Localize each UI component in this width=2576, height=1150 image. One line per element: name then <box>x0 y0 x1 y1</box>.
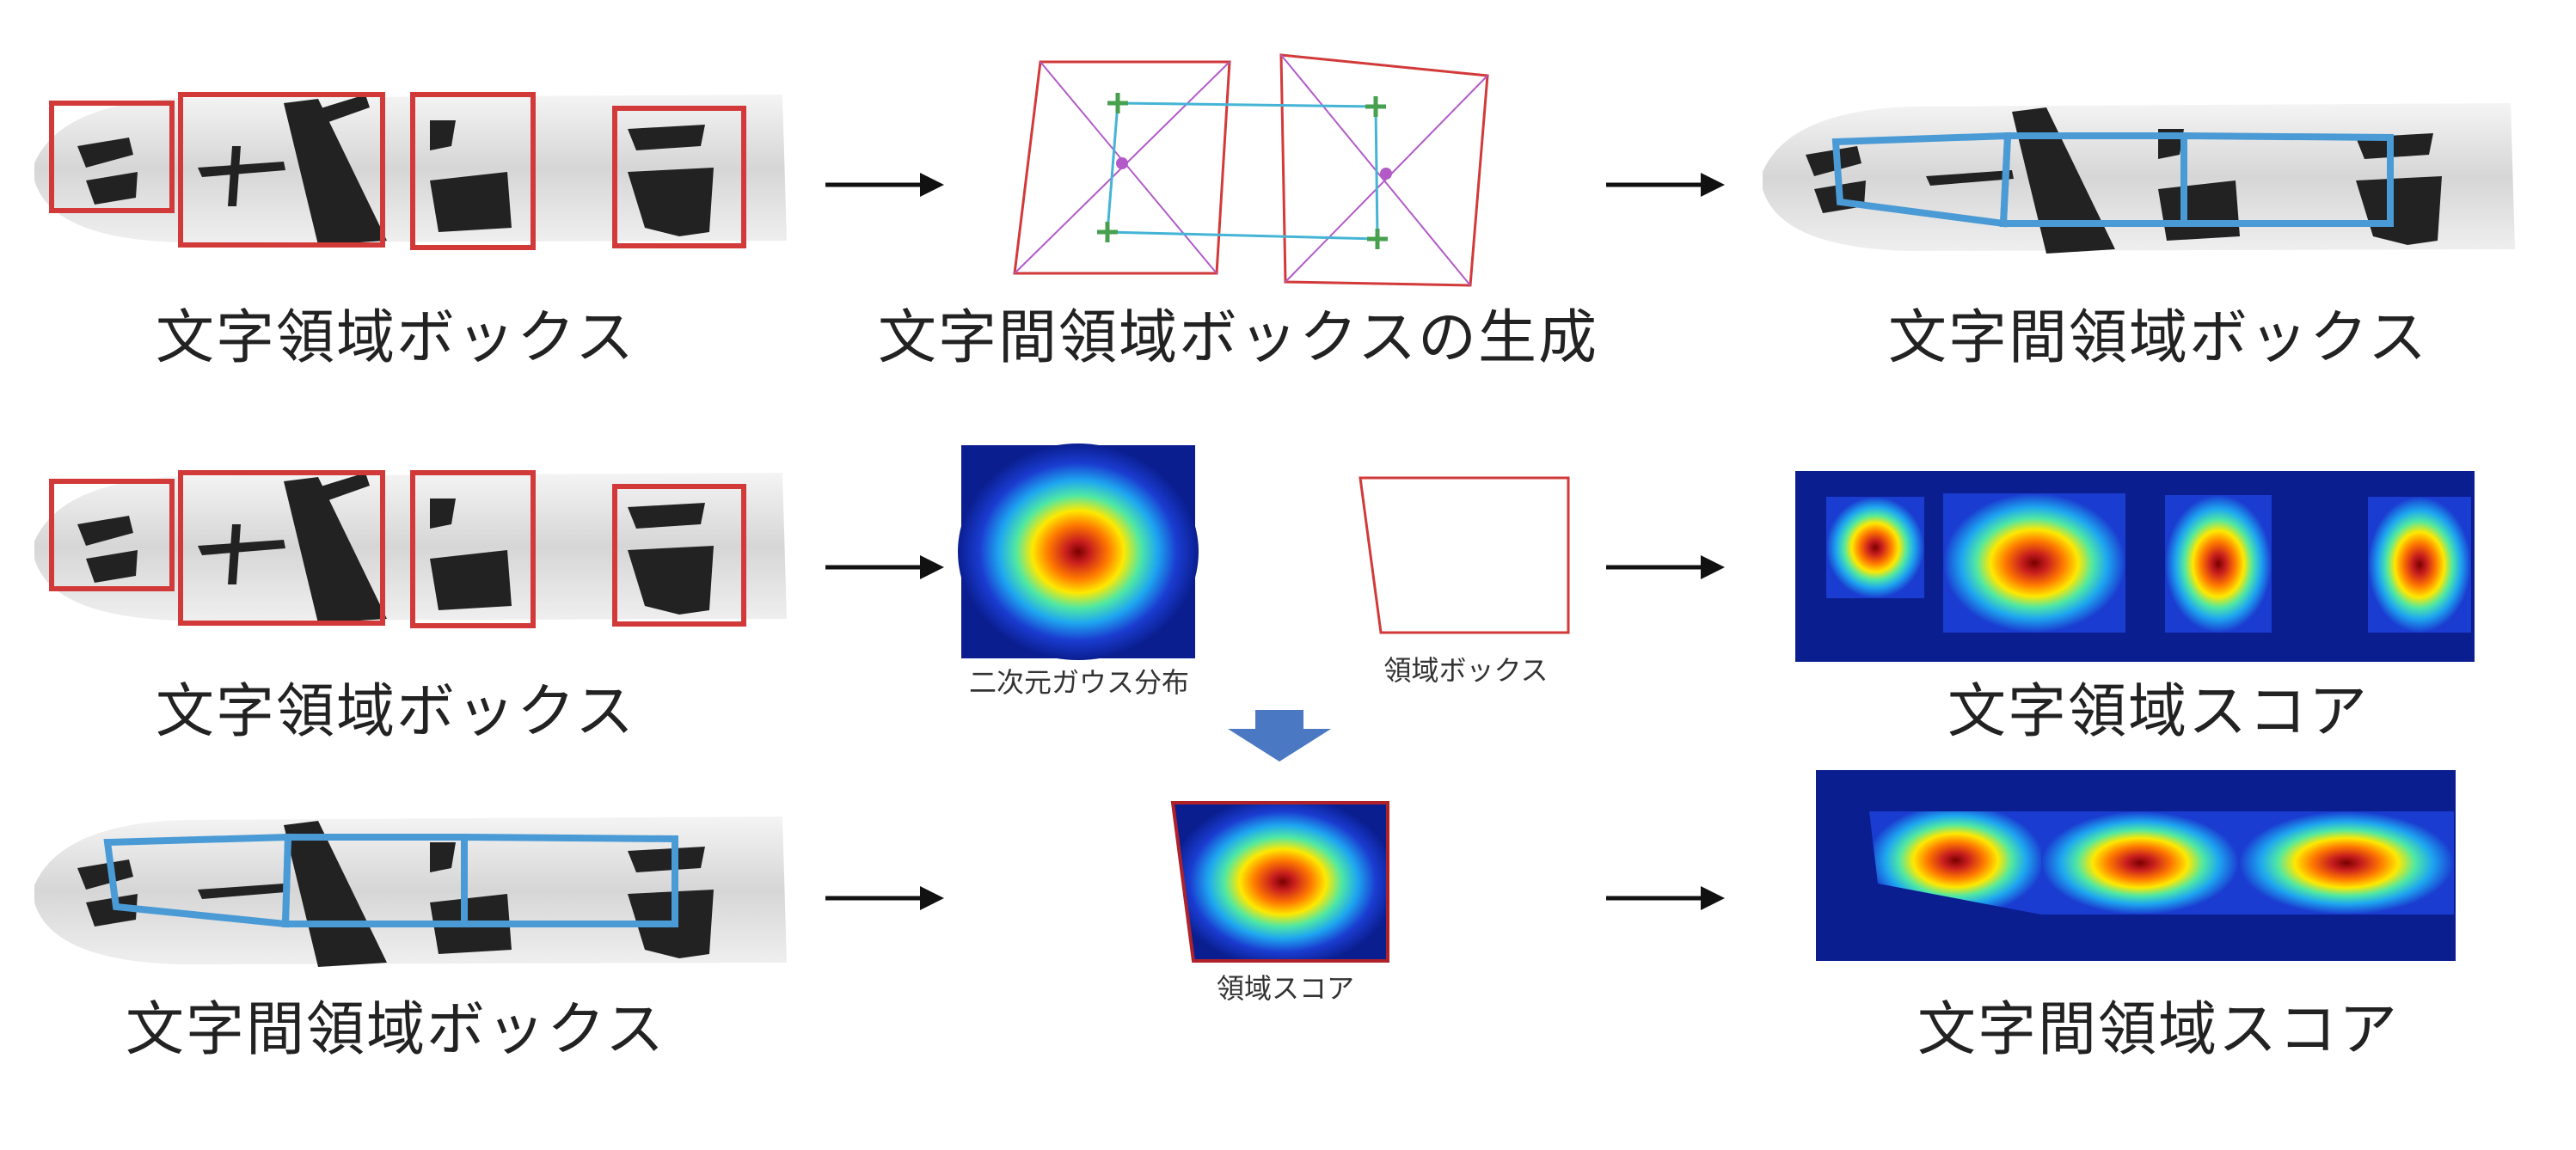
right-arrow-icon <box>825 555 944 579</box>
affinity-boxes <box>1831 132 2394 228</box>
affinity-box-generation-diagram <box>1013 53 1489 287</box>
warped-region-score <box>1170 801 1389 963</box>
row3-left-label: 文字間領域ボックス <box>126 996 665 1064</box>
region-box-caption: 領域ボックス <box>1383 654 1549 687</box>
row2-right-label: 文字領域スコア <box>1947 678 2369 746</box>
gaussian-caption: 二次元ガウス分布 <box>968 666 1189 699</box>
char-boxes <box>49 92 746 250</box>
row2-strip-char-boxes <box>34 470 787 628</box>
row2-left-label: 文字領域ボックス <box>156 678 635 746</box>
affinity-score-heatmap <box>1816 770 2456 961</box>
gaussian-heatmap <box>958 443 1199 660</box>
row1-right-label: 文字間領域ボックス <box>1888 304 2428 372</box>
right-arrow-icon <box>1606 886 1725 910</box>
region-box-quad <box>1359 476 1570 634</box>
row1-strip-affinity-boxes <box>1763 103 2515 254</box>
row1-strip-char-boxes <box>34 92 787 250</box>
region-score-caption: 領域スコア <box>1216 972 1354 1005</box>
region-score-heatmap <box>1795 471 2475 662</box>
row3-right-label: 文字間領域スコア <box>1917 996 2399 1064</box>
row1-mid-label: 文字間領域ボックスの生成 <box>878 304 1598 372</box>
right-arrow-icon <box>825 173 944 197</box>
right-arrow-icon <box>1606 173 1725 197</box>
right-arrow-icon <box>1606 555 1725 579</box>
right-arrow-icon <box>825 886 944 910</box>
glyph-strokes <box>77 95 714 245</box>
down-arrow-icon <box>1228 710 1331 762</box>
row1-left-label: 文字領域ボックス <box>156 304 635 372</box>
row3-strip-affinity-boxes <box>34 817 787 967</box>
